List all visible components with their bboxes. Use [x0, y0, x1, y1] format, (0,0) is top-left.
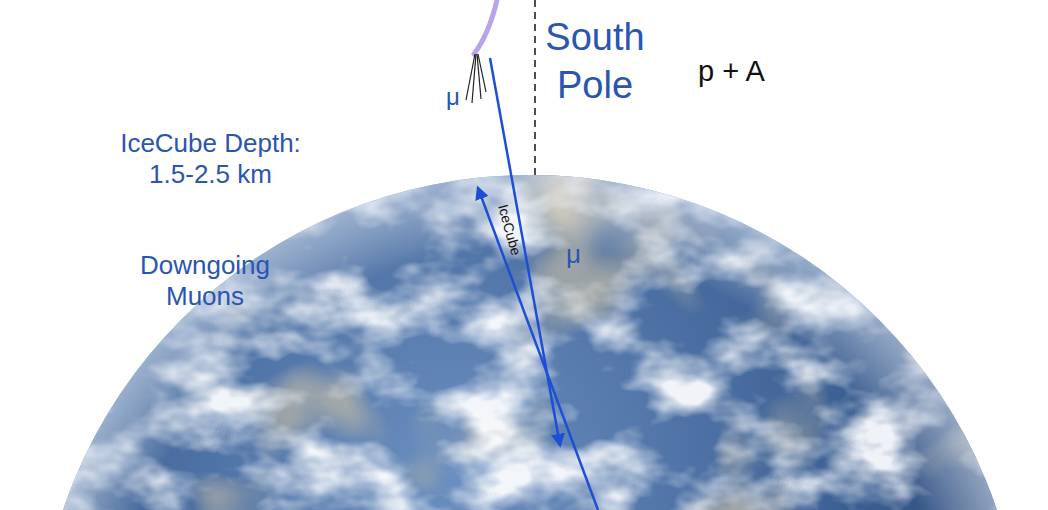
muon-symbol: μ	[446, 84, 460, 110]
reaction-label: p + A	[698, 56, 765, 88]
depth-label: IceCube Depth: 1.5-2.5 km	[108, 128, 313, 190]
location-label: South Pole	[533, 14, 657, 109]
pole-axis	[534, 0, 536, 176]
muon-symbol: μ	[566, 240, 581, 269]
cosmic-ray-track	[474, 0, 497, 54]
upgoing-muon-track	[478, 188, 598, 510]
muon-type-label: Downgoing Muons	[125, 250, 285, 312]
air-shower	[466, 54, 486, 103]
earth	[30, 170, 1030, 510]
